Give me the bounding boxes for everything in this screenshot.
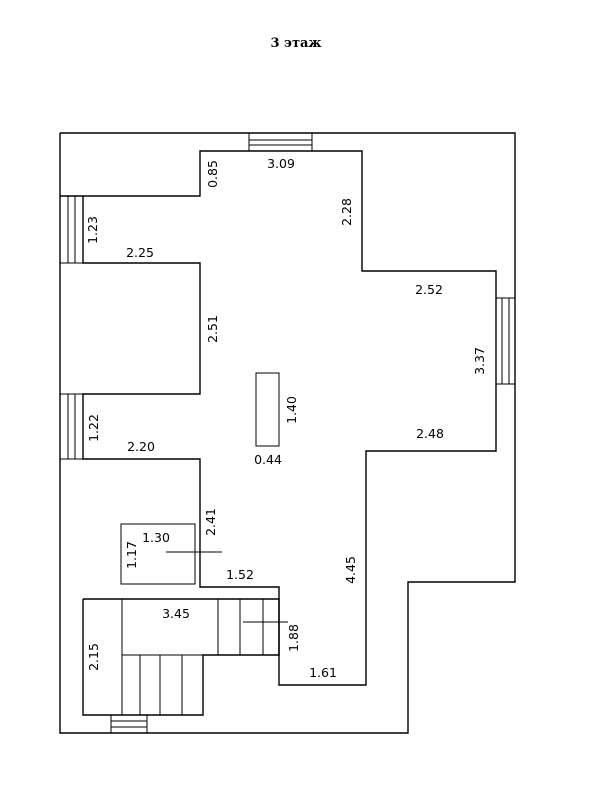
dim-241: 2.41 [203, 508, 218, 536]
dim-220: 2.20 [127, 439, 155, 454]
dim-085: 0.85 [205, 160, 220, 188]
dim-123: 1.23 [85, 216, 100, 244]
dim-345: 3.45 [162, 606, 190, 621]
dim-251: 2.51 [205, 315, 220, 343]
dim-248: 2.48 [416, 426, 444, 441]
dim-140: 1.40 [284, 396, 299, 424]
outer-wall [59, 132, 516, 734]
window-top [248, 132, 313, 152]
plan-title: 3 этаж [270, 36, 322, 51]
dim-152: 1.52 [226, 567, 254, 582]
small-box [120, 523, 222, 585]
window-left-lower [59, 393, 84, 460]
room-outline [60, 150, 497, 686]
dim-188: 1.88 [286, 624, 301, 652]
dim-228: 2.28 [339, 198, 354, 226]
dim-161: 1.61 [309, 665, 337, 680]
dim-309: 3.09 [267, 156, 295, 171]
dim-225: 2.25 [126, 245, 154, 260]
dim-252: 2.52 [415, 282, 443, 297]
window-right [495, 297, 516, 385]
dim-122: 1.22 [86, 414, 101, 442]
dim-130: 1.30 [142, 530, 170, 545]
column [255, 372, 280, 447]
window-left-upper [59, 195, 84, 264]
dim-337: 3.37 [472, 347, 487, 375]
window-bottom [110, 714, 148, 734]
dim-044: 0.44 [254, 452, 282, 467]
dim-445: 4.45 [343, 556, 358, 584]
staircase [82, 598, 288, 716]
dim-117: 1.17 [124, 541, 139, 569]
dim-215: 2.15 [86, 643, 101, 671]
